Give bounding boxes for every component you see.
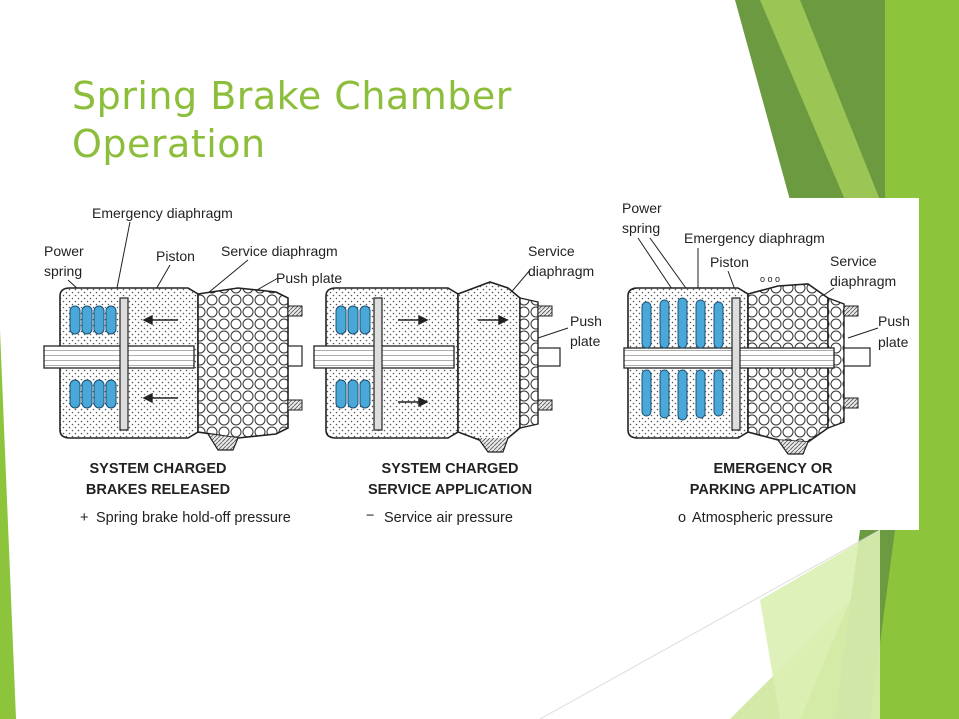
legend-text-2: Service air pressure [384,510,513,526]
caption-line1-1: SYSTEM CHARGED [90,461,227,477]
label-push-plate: Push plate [276,270,342,286]
label-push-line2-3: plate [878,334,909,350]
pressure-arrows-1 [142,314,178,404]
piston-plate-1 [119,297,129,431]
title-line-2: Operation [72,122,266,166]
label-service-line1-2: Service [528,243,575,259]
label-service-line2-2: diaphragm [528,263,594,279]
drain-port-2 [477,437,509,453]
caption-line2-3: PARKING APPLICATION [690,482,856,498]
label-power-line2-3: spring [622,220,660,236]
label-service-line1-3: Service [830,253,877,269]
title-line-1: Spring Brake Chamber [72,74,512,118]
label-service-diaphragm: Service diaphragm [221,243,338,259]
label-push-line2-2: plate [570,333,601,349]
service-chamber-body-1 [197,287,289,439]
slide-title: Spring Brake Chamber Operation [72,72,512,168]
label-power-spring-line1: Power [44,243,84,259]
drain-port-3 [777,439,809,455]
pressure-arrows-2 [398,314,509,408]
label-emergency-diaphragm: Emergency diaphragm [92,205,233,221]
diagram-emergency-parking: Power spring Emergency diaphragm Piston … [622,200,910,526]
legend-symbol-2: − [366,508,374,524]
brake-chamber-svg: Emergency diaphragm Power spring Piston … [43,200,910,526]
piston-plate-3 [731,297,741,431]
label-push-line1-2: Push [570,313,602,329]
mount-stud-top-2 [537,305,553,317]
power-spring-coils-1 [69,305,117,409]
push-rod-3 [843,347,871,367]
diagram-brakes-released: Emergency diaphragm Power spring Piston … [43,205,342,526]
label-power-spring-line2: spring [44,263,82,279]
piston-plate-2 [373,297,383,431]
left-green-strip [0,330,16,719]
caption-line1-2: SYSTEM CHARGED [382,461,519,477]
label-power-line1-3: Power [622,200,662,216]
thin-diagonal-line [539,529,881,719]
label-piston: Piston [156,248,195,264]
push-plate-zone-2 [519,297,539,429]
mount-stud-top-3 [843,305,859,317]
diagram-service-application: Service diaphragm Push plate [313,243,602,526]
caption-line2-1: BRAKES RELEASED [86,482,230,498]
label-emergency-diaphragm-3: Emergency diaphragm [684,230,825,246]
push-rod-1 [287,345,303,367]
mount-stud-top-1 [287,305,303,317]
label-piston-3: Piston [710,254,749,270]
push-plate-zone-3 [827,296,845,430]
push-rod-2 [537,347,561,367]
atmospheric-dots: o o o [760,274,780,284]
lower-right-pale [760,530,880,719]
power-spring-coils-3 [641,297,724,421]
right-light-band [760,0,880,200]
legend-text-1: Spring brake hold-off pressure [96,510,291,526]
right-edge-band [919,200,959,719]
service-chamber-body-2 [457,281,521,445]
caption-line2-2: SERVICE APPLICATION [368,482,532,498]
release-rod-2 [313,345,455,369]
mount-stud-bottom-3 [843,397,859,409]
legend-text-3: Atmospheric pressure [692,510,833,526]
mount-stud-bottom-1 [287,399,303,411]
right-mid-band [885,0,959,200]
label-service-line2-3: diaphragm [830,273,896,289]
label-push-line1-3: Push [878,313,910,329]
drain-port-1 [207,433,239,451]
brake-chamber-figure: Emergency diaphragm Power spring Piston … [38,198,919,530]
left-accent-bar [0,0,38,719]
release-rod-3 [623,347,835,369]
mount-stud-bottom-2 [537,399,553,411]
power-spring-coils-2 [335,305,371,409]
caption-line1-3: EMERGENCY OR [714,461,834,477]
legend-symbol-1: + [80,510,88,526]
legend-symbol-3: o [678,510,686,526]
release-rod-1 [43,345,195,369]
